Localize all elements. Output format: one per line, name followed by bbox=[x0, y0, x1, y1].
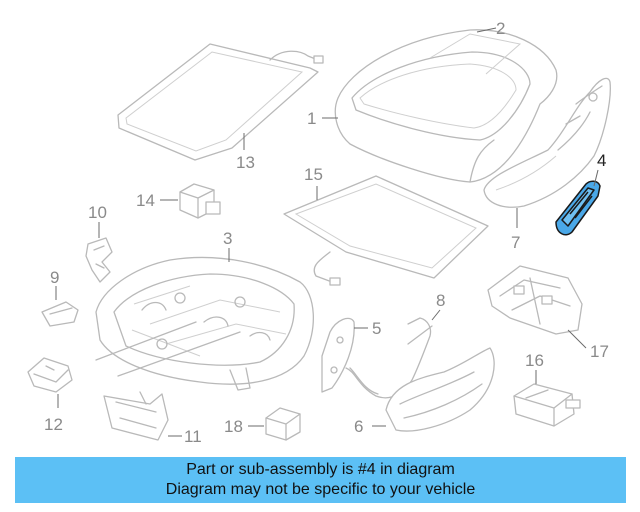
part-13-heater-pad[interactable]: 13 bbox=[117, 43, 324, 172]
part-12-clip[interactable]: 12 bbox=[27, 357, 73, 434]
part-10-latch-bracket[interactable]: 10 bbox=[85, 203, 113, 283]
part-3-seat-frame[interactable]: 3 bbox=[95, 229, 314, 391]
part-16-control-module[interactable]: 16 bbox=[513, 351, 581, 427]
callout-3: 3 bbox=[223, 229, 232, 248]
part-11-mount-bracket[interactable]: 11 bbox=[103, 391, 202, 446]
part-7-side-shield[interactable]: 7 bbox=[483, 77, 611, 252]
part-8-cable[interactable]: 8 bbox=[345, 291, 445, 399]
part-18-connector[interactable]: 18 bbox=[224, 407, 301, 441]
callout-9: 9 bbox=[50, 268, 59, 287]
exploded-seat-diagram: 13 2 1 7 4 14 bbox=[27, 19, 611, 446]
callout-12: 12 bbox=[44, 415, 63, 434]
part-6-side-trim[interactable]: 6 bbox=[354, 347, 495, 436]
callout-15: 15 bbox=[304, 165, 323, 184]
callout-4: 4 bbox=[597, 151, 606, 170]
callout-11: 11 bbox=[184, 427, 202, 446]
callout-16: 16 bbox=[525, 351, 544, 370]
callout-1: 1 bbox=[307, 109, 316, 128]
part-2-cushion-cover[interactable]: 2 1 bbox=[307, 19, 558, 183]
info-banner: Part or sub-assembly is #4 in diagram Di… bbox=[15, 457, 626, 503]
part-5-bracket[interactable]: 5 bbox=[321, 317, 381, 393]
callout-10: 10 bbox=[88, 203, 107, 222]
part-15-heater-mat[interactable]: 15 bbox=[283, 165, 489, 286]
banner-line-2: Diagram may not be specific to your vehi… bbox=[165, 481, 476, 498]
part-14-module[interactable]: 14 bbox=[136, 183, 221, 219]
callout-7: 7 bbox=[511, 233, 520, 252]
callout-8: 8 bbox=[436, 291, 445, 310]
callout-14: 14 bbox=[136, 191, 155, 210]
callout-2: 2 bbox=[496, 19, 505, 38]
part-17-seat-switch[interactable]: 17 bbox=[487, 265, 609, 361]
callout-18: 18 bbox=[224, 417, 243, 436]
callout-6: 6 bbox=[354, 417, 363, 436]
callout-13: 13 bbox=[236, 153, 255, 172]
callout-5: 5 bbox=[372, 319, 381, 338]
part-9-clip[interactable]: 9 bbox=[41, 268, 79, 327]
part-4-switch-bezel[interactable]: 4 bbox=[555, 151, 606, 236]
callout-17: 17 bbox=[590, 342, 609, 361]
banner-line-1: Part or sub-assembly is #4 in diagram bbox=[186, 461, 455, 478]
